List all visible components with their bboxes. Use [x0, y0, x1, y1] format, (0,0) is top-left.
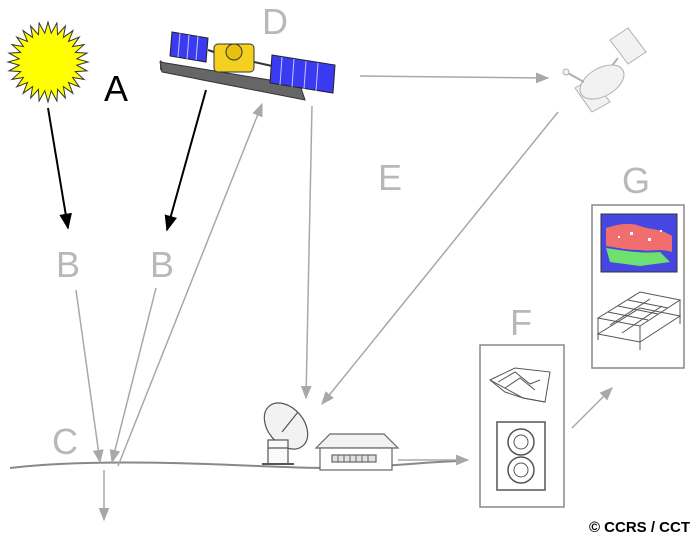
- receiving-station-icon: [314, 433, 400, 471]
- processing-panel: [479, 344, 565, 508]
- sun-icon: [6, 20, 90, 104]
- sensor-satellite-icon: [159, 31, 336, 101]
- label-d: D: [262, 1, 288, 42]
- label-f: F: [510, 302, 532, 343]
- energy-flow-arrows: [75, 72, 613, 522]
- label-a: A: [104, 68, 128, 109]
- ground-surface: [9, 460, 461, 470]
- application-panel: [591, 204, 685, 369]
- satellite-dish-icon: [262, 402, 309, 465]
- incident-energy-arrows: [47, 89, 207, 232]
- label-c: C: [52, 421, 78, 462]
- label-e: E: [378, 157, 402, 198]
- relay-satellite-icon: [562, 27, 647, 113]
- tape-reels-icon: [496, 421, 546, 491]
- terrain-model-icon: [489, 367, 551, 403]
- classified-map-icon: [600, 213, 678, 273]
- copyright-credit: © CCRS / CCT: [589, 519, 690, 536]
- label-b-left: B: [56, 244, 80, 285]
- grid-layers-icon: [596, 291, 682, 350]
- label-b-right: B: [150, 244, 174, 285]
- label-g: G: [622, 160, 650, 201]
